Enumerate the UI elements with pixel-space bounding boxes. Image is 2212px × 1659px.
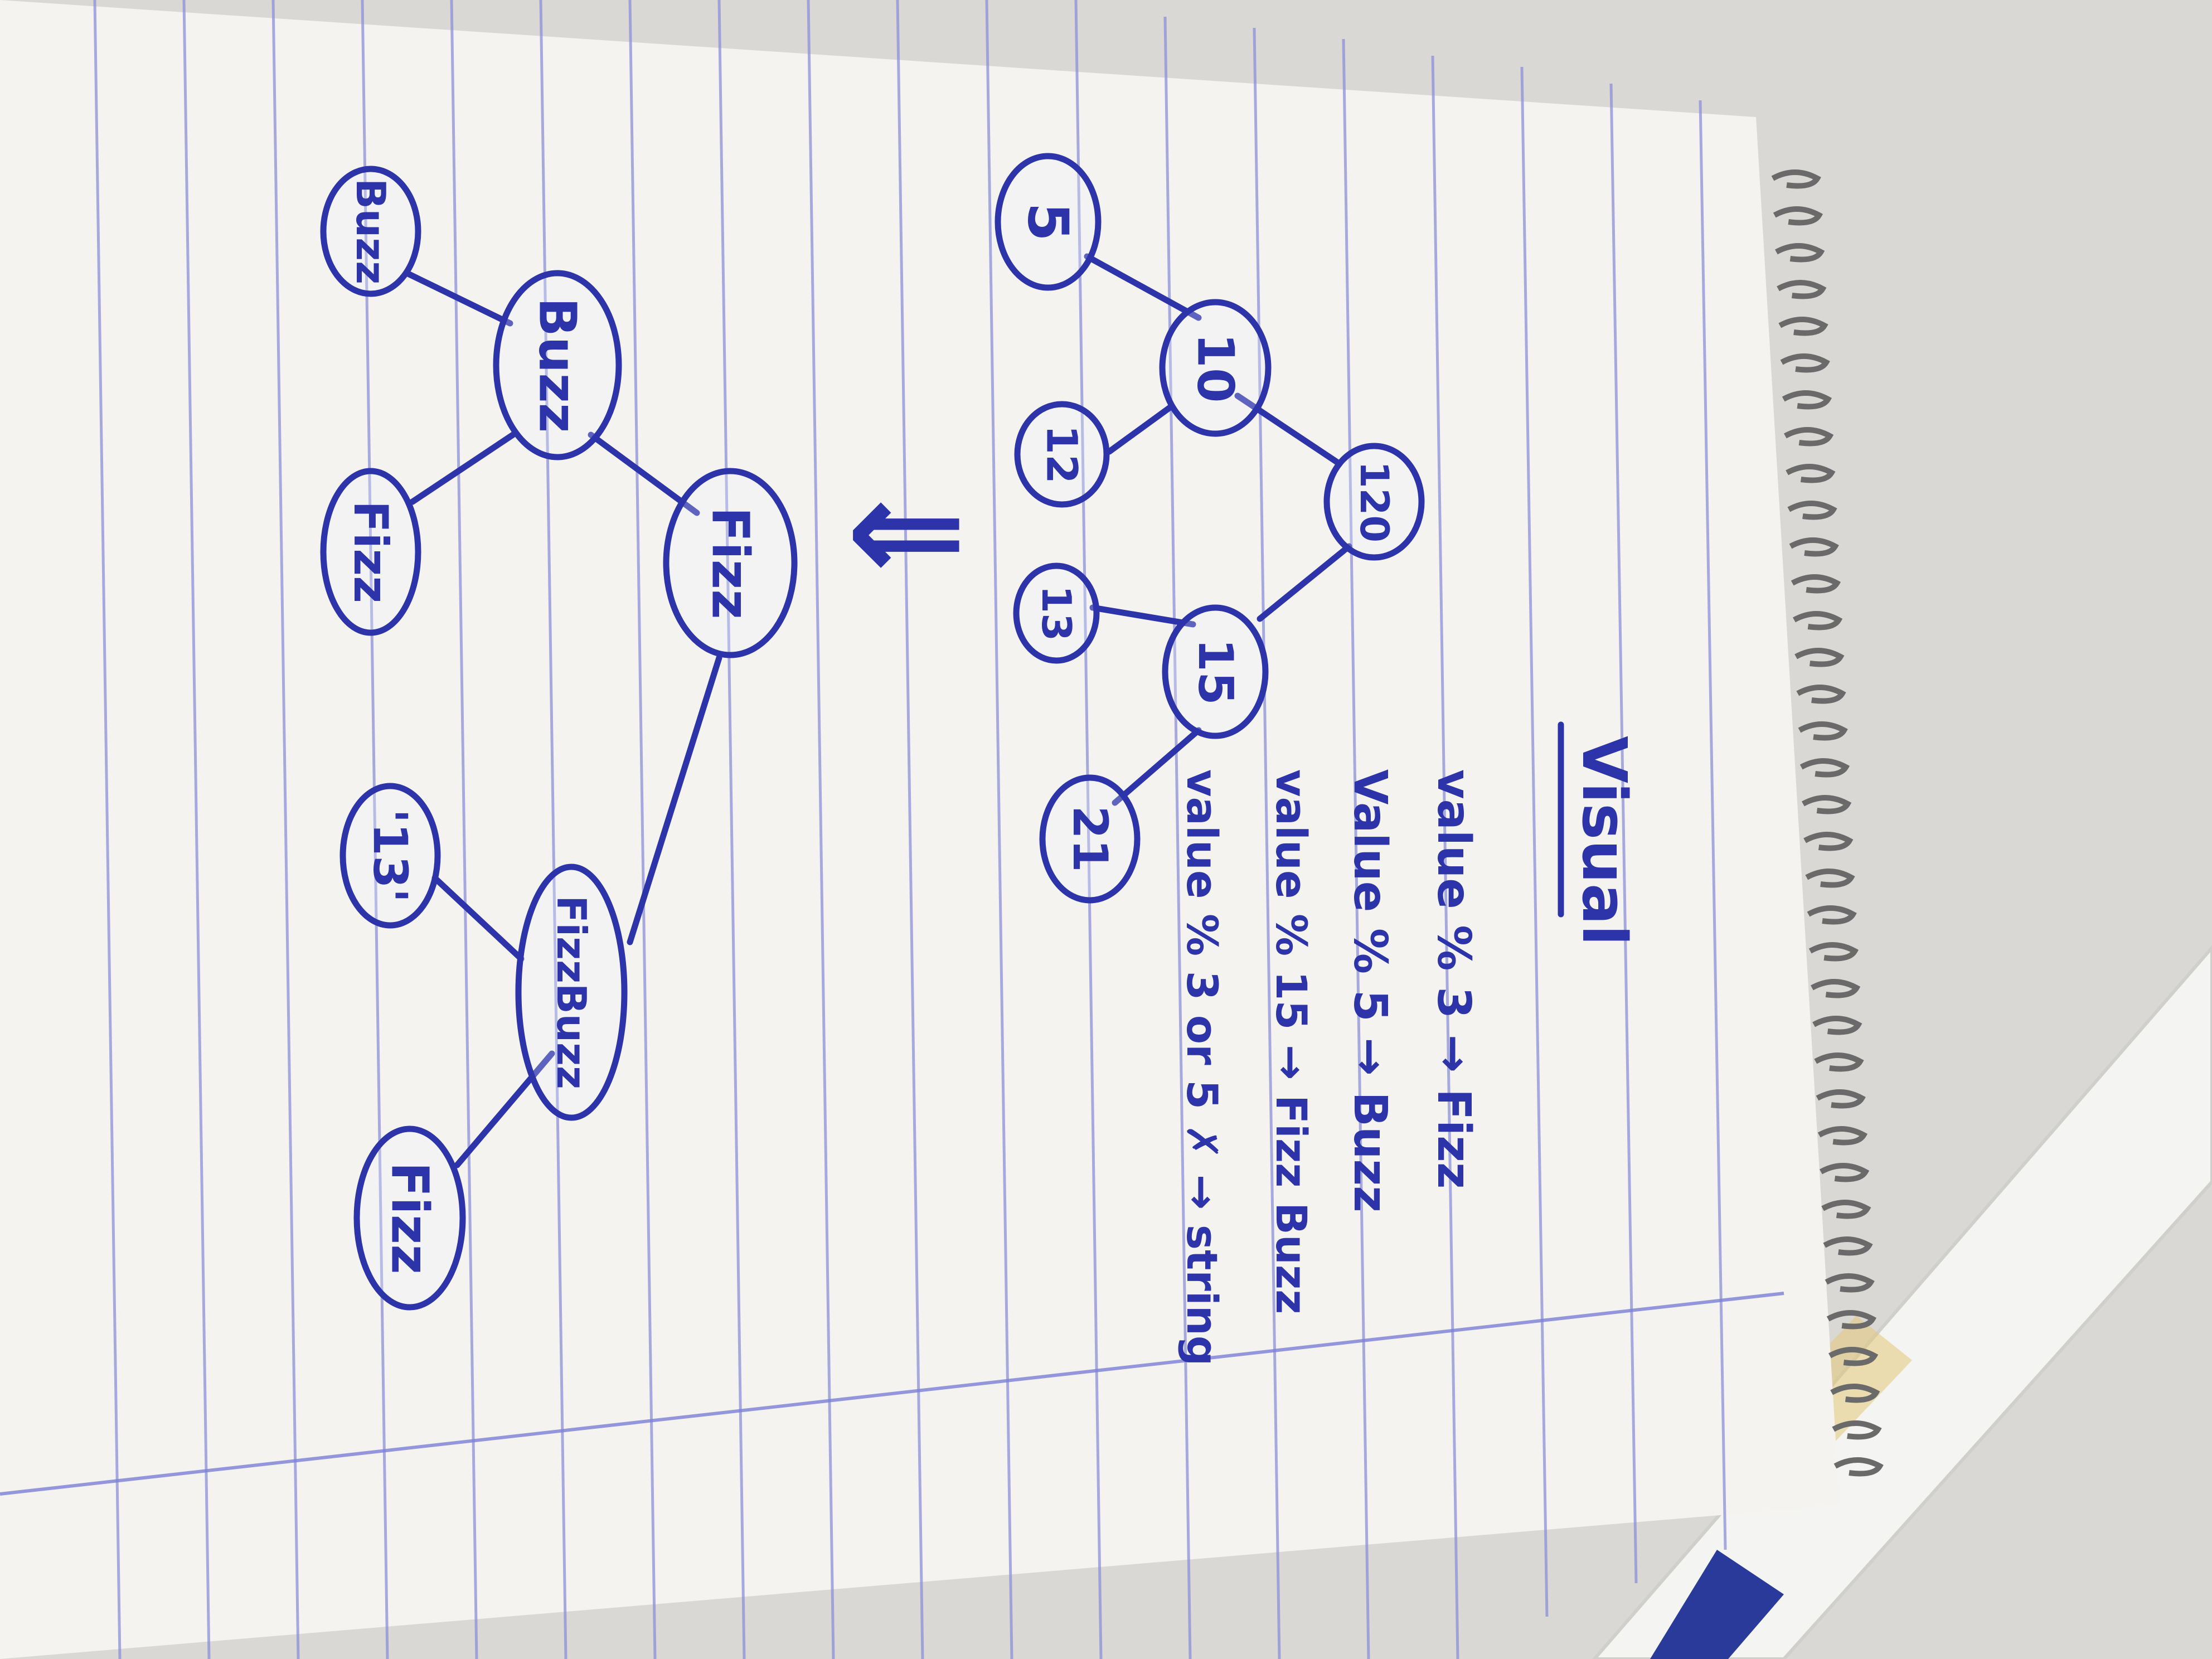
spiral-loop — [1807, 905, 1857, 925]
input-node-5: 5 — [995, 153, 1102, 291]
rule-line-1: value % 3 → Fizz — [1427, 769, 1480, 1189]
spiral-loop — [1810, 979, 1861, 998]
output-node-buzz-left: Buzz — [320, 166, 421, 297]
spiral-loop — [1786, 464, 1836, 483]
output-node-fizz-21: Fizz — [353, 1126, 466, 1311]
spiral-loop — [1805, 869, 1855, 888]
output-tree: Buzz Buzz Fizz Fizz '13' FizzBuzz Fizz — [320, 166, 798, 1311]
edge-15-21 — [1112, 727, 1202, 806]
spiral-loop — [1777, 280, 1827, 299]
output-tree-edges — [404, 270, 722, 1168]
spiral-loop — [1778, 317, 1828, 336]
output-node-buzz-root: Buzz — [493, 270, 622, 460]
input-node-15-label: 15 — [1187, 638, 1243, 705]
input-node-21-label: 21 — [1062, 806, 1118, 872]
spiral-loop — [1808, 942, 1859, 962]
spiral-loop — [1833, 1457, 1884, 1477]
edge-fizzbuzz-13 — [431, 875, 525, 962]
output-node-fizz-120: Fizz — [663, 468, 798, 658]
spiral-loop — [1791, 574, 1841, 594]
spiral-loop — [1773, 206, 1823, 226]
edge-5-10 — [1084, 253, 1202, 321]
spiral-loop — [1787, 501, 1837, 520]
title-group: Visual — [1558, 721, 1640, 946]
output-node-fizz-120-label: Fizz — [701, 507, 760, 619]
input-node-12: 12 — [1014, 401, 1110, 508]
output-node-buzz-left-label: Buzz — [347, 178, 394, 284]
input-tree: 5 10 12 120 13 15 21 — [995, 153, 1425, 904]
spiral-loop — [1792, 611, 1843, 630]
input-node-21: 21 — [1039, 774, 1141, 904]
output-node-fizz-21-label: Fizz — [380, 1162, 440, 1274]
edge-120-15 — [1257, 543, 1352, 622]
spiral-loop — [1828, 1347, 1879, 1366]
output-node-fizz-12: Fizz — [320, 468, 421, 636]
spiral-loop — [1774, 243, 1825, 263]
output-node-fizz-12-label: Fizz — [343, 501, 398, 603]
output-node-buzz-root-label: Buzz — [528, 298, 588, 433]
input-node-15: 15 — [1162, 604, 1269, 739]
input-node-120: 120 — [1323, 443, 1425, 561]
output-node-13: '13' — [339, 783, 441, 929]
spiral-loop — [1771, 169, 1821, 189]
spiral-loop — [1803, 832, 1854, 851]
spiral-loop — [1780, 353, 1830, 373]
spiral-loop — [1830, 1384, 1880, 1403]
edge-fizz-fizzbuzz — [627, 654, 722, 945]
spiral-loop — [1821, 1200, 1871, 1219]
input-node-5-label: 5 — [1016, 202, 1081, 241]
rule-line-4: value % 3 or 5 ✗ → string — [1177, 769, 1227, 1366]
spiral-loop — [1832, 1420, 1882, 1440]
spiral-loop — [1789, 537, 1839, 557]
edge-10-120 — [1234, 392, 1341, 466]
spiral-loop — [1823, 1236, 1873, 1256]
output-node-13-label: '13' — [363, 809, 418, 903]
spiral-loop — [1812, 1016, 1862, 1035]
input-tree-edges — [1084, 253, 1352, 806]
spiral-loop — [1798, 721, 1848, 741]
spiral-binding — [1771, 169, 1884, 1477]
rules-list: value % 3 → Fizz Value % 5 → Buzz value … — [1177, 769, 1480, 1366]
spiral-loop — [1819, 1163, 1870, 1182]
spiral-loop — [1799, 758, 1850, 778]
edge-15-13 — [1089, 604, 1196, 628]
spiral-loop — [1816, 1089, 1866, 1109]
edge-fizzbuzz-fizz — [454, 1050, 555, 1168]
edge-10-12 — [1106, 404, 1174, 455]
margin-line — [0, 1292, 1784, 1496]
input-node-12-label: 12 — [1037, 425, 1087, 484]
edge-buzz-fizz-right — [588, 431, 700, 516]
edge-buzz-buzz — [404, 270, 513, 327]
rule-line-3: value % 15 → Fizz Buzz — [1267, 769, 1316, 1314]
edge-buzz-fizz — [409, 431, 516, 505]
spiral-loop — [1796, 685, 1846, 704]
spiral-loop — [1826, 1310, 1877, 1330]
spiral-loop — [1814, 1052, 1864, 1072]
output-node-fizzbuzz: FizzBuzz — [515, 864, 628, 1121]
input-node-10-label: 10 — [1186, 333, 1245, 402]
spiral-loop — [1783, 427, 1834, 447]
input-node-13-label: 13 — [1033, 585, 1080, 641]
spiral-loop — [1801, 795, 1852, 814]
title: Visual — [1569, 736, 1640, 946]
spiral-loop — [1782, 390, 1832, 410]
output-node-fizzbuzz-label: FizzBuzz — [548, 895, 595, 1089]
spiral-loop — [1794, 648, 1845, 667]
input-node-10: 10 — [1159, 299, 1272, 437]
transform-arrow: ⇓ — [819, 474, 987, 596]
rule-line-2: Value % 5 → Buzz — [1343, 769, 1396, 1212]
spiral-loop — [1817, 1126, 1868, 1146]
input-node-13: 13 — [1013, 562, 1100, 664]
input-node-120-label: 120 — [1351, 461, 1397, 542]
spiral-loop — [1825, 1273, 1875, 1293]
